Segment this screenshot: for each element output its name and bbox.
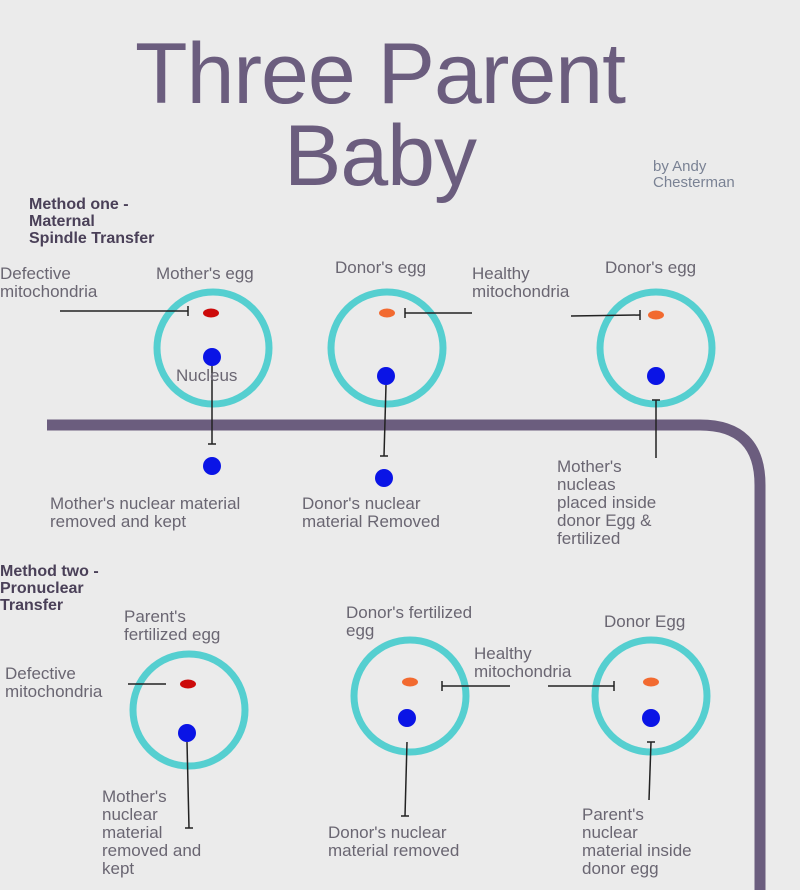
method-one-connectors <box>60 306 660 458</box>
donors-egg-label-2: Donor's egg <box>605 258 697 277</box>
nucleus-label: Nucleus <box>176 366 238 385</box>
healthy-mitochondria-4 <box>643 677 659 687</box>
donor-nuclear-removed-label-2: Donor's nuclear material removed <box>328 823 460 860</box>
nucleus-5 <box>398 709 416 727</box>
donors-egg-2 <box>596 288 716 408</box>
healthy-mitochondria-2 <box>648 310 664 320</box>
method-one-heading: Method one - Maternal Spindle Transfer <box>29 196 155 247</box>
parents-fertilized-egg <box>129 650 249 770</box>
mothers-egg-1 <box>153 288 273 408</box>
donors-egg-label-1: Donor's egg <box>335 258 427 277</box>
nucleus-6 <box>642 709 660 727</box>
healthy-mitochondria-label-2: Healthy mitochondria <box>474 644 572 681</box>
nucleus-1 <box>203 348 221 366</box>
nucleus-4 <box>178 724 196 742</box>
page-title-line2: Baby <box>283 108 477 204</box>
mother-nucleus-placed-label: Mother's nucleas placed inside donor Egg… <box>557 457 657 548</box>
timeline-path <box>47 419 766 890</box>
method-two-heading: Method two - Pronuclear Transfer <box>0 563 99 614</box>
nucleus-2 <box>377 367 395 385</box>
donor-nuclear-removed-label-1: Donor's nuclear material Removed <box>302 494 440 531</box>
method-two-connectors <box>128 681 655 829</box>
defective-mitochondria-1 <box>203 308 219 318</box>
donors-fertilized-egg-label: Donor's fertilized egg <box>346 603 473 640</box>
donor-egg-label: Donor Egg <box>604 612 686 631</box>
byline: by Andy Chesterman <box>653 158 735 191</box>
donor-egg-3 <box>591 636 711 756</box>
mothers-egg-label: Mother's egg <box>156 264 254 283</box>
extracted-nucleus-2 <box>375 469 393 487</box>
defective-mitochondria-label-2: Defective mitochondria <box>5 664 103 701</box>
healthy-mitochondria-label-1: Healthy mitochondria <box>472 264 570 301</box>
nucleus-3 <box>647 367 665 385</box>
mother-nuclear-removed-label: Mother's nuclear material removed and ke… <box>50 494 241 531</box>
extracted-nucleus-1 <box>203 457 221 475</box>
page-title-line1: Three Parent <box>135 26 626 122</box>
healthy-mitochondria-3 <box>402 677 418 687</box>
healthy-mitochondria-1 <box>379 308 395 318</box>
defective-mitochondria-2 <box>180 679 196 689</box>
defective-mitochondria-label-1: Defective mitochondria <box>0 264 98 301</box>
parents-fertilized-egg-label: Parent's fertilized egg <box>124 607 221 644</box>
donors-fertilized-egg <box>350 636 470 756</box>
parent-nuclear-inside-label: Parent's nuclear material inside donor e… <box>582 805 692 878</box>
donors-egg-1 <box>327 288 447 408</box>
mother-nuclear-kept-label: Mother's nuclear material removed and ke… <box>102 787 202 878</box>
